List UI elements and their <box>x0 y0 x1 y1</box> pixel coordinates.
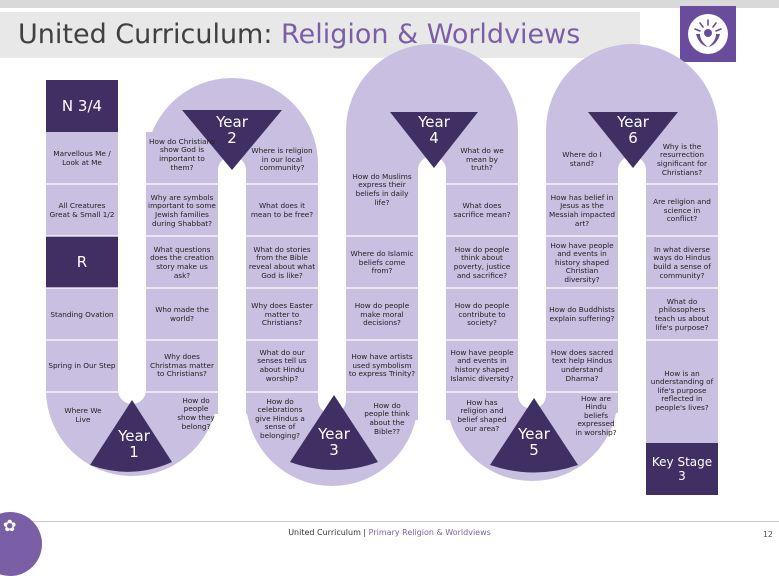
col5-track <box>446 165 518 420</box>
logo <box>680 6 736 62</box>
unit-col4-1: How do Muslims express their beliefs in … <box>352 171 412 207</box>
n34-box <box>46 80 118 132</box>
footer-line <box>0 521 779 522</box>
year5-word: Year <box>518 425 550 443</box>
footer-right: Primary Religion & Worldviews <box>368 528 491 537</box>
year6-num: 6 <box>628 129 638 147</box>
unit-col5-4: How do people contribute to society? <box>454 301 510 328</box>
unit-col3-2: What does it mean to be free? <box>250 201 314 219</box>
unit-col1-5: Where We Live <box>64 406 102 424</box>
year3-wedge <box>290 395 378 470</box>
footer-separator: | <box>360 528 369 537</box>
year6-wedge <box>588 112 678 168</box>
unit-col4-2: Where do Islamic beliefs come from? <box>350 249 414 276</box>
unit-col4-4: How have artists used symbolism to expre… <box>348 352 416 379</box>
header-bar <box>0 12 640 58</box>
unit-col3-4: Why does Easter matter to Christians? <box>251 301 313 328</box>
year1-wedge <box>90 400 172 472</box>
year3-word: Year <box>318 425 350 443</box>
unit-col7-5: How is an understanding of life's purpos… <box>650 368 714 412</box>
unit-col3-1: Where is religion in our local community… <box>251 146 313 173</box>
key-stage-3-label: Key Stage 3 <box>651 455 713 483</box>
footer: United Curriculum | Primary Religion & W… <box>0 528 779 537</box>
unit-col2-2: Why are symbols important to some Jewish… <box>148 192 216 228</box>
unit-col1-2: All Creatures Great & Small 1/2 <box>49 201 115 219</box>
unit-col1-4: Spring in Our Step <box>48 360 116 370</box>
unit-col6-2: How has belief in Jesus as the Messiah i… <box>548 192 616 228</box>
year5-wedge <box>490 398 578 473</box>
col7-track <box>646 165 718 443</box>
unit-col5-3: How do people think about poverty, justi… <box>453 244 511 280</box>
unit-col6-1: Where do I stand? <box>562 150 602 168</box>
year1-word: Year <box>118 427 150 445</box>
year2-wedge <box>182 110 282 170</box>
nursery-label: N 3/4 <box>61 96 103 115</box>
reception-label: R <box>76 252 88 271</box>
unit-col2-5: Why does Christmas matter to Christians? <box>150 352 214 379</box>
unit-col2-4: Who made the world? <box>155 305 209 323</box>
arc-top-y4 <box>346 44 518 170</box>
unit-col6-4: How do Buddhists explain suffering? <box>549 305 615 323</box>
col6-track <box>546 130 618 413</box>
unit-col6-5: How does sacred text help Hindus underst… <box>550 347 614 383</box>
year3-num: 3 <box>329 441 339 459</box>
footer-left: United Curriculum <box>288 528 361 537</box>
page-number: 12 <box>762 530 773 539</box>
year4-num: 4 <box>429 129 439 147</box>
col4-track <box>346 130 418 420</box>
col3-track <box>246 164 318 414</box>
curriculum-board <box>46 44 718 495</box>
year4-wedge <box>390 112 478 168</box>
unit-col6-6: How are Hindu beliefs expressed in worsh… <box>575 393 617 437</box>
unit-col2-1: How do Christians show God is important … <box>149 136 215 172</box>
unit-col3-6: How do celebrations give Hindus a sense … <box>255 396 305 440</box>
top-band <box>0 0 779 8</box>
reception-box <box>46 236 118 288</box>
unit-col2-3: What questions does the creation story m… <box>150 244 214 280</box>
unit-col1-1: Marvellous Me / Look at Me <box>53 149 111 167</box>
arc-top-y6 <box>546 44 718 171</box>
col2-track <box>146 132 218 414</box>
unit-col7-4: What do philosophers teach us about life… <box>654 296 710 332</box>
unit-col2-6: How do people show they belong? <box>177 395 215 431</box>
unit-col3-5: What do our senses tell us about Hindu w… <box>257 347 307 383</box>
unit-col5-6: How has religion and belief shaped our a… <box>457 397 507 433</box>
title-main: United Curriculum: <box>18 19 282 50</box>
year6-word: Year <box>617 113 649 131</box>
unit-col5-2: What does sacrifice mean? <box>453 201 511 219</box>
unit-col3-3: What do stories from the Bible reveal ab… <box>248 244 316 280</box>
unit-col4-5: How do people think about the Bible?? <box>364 400 410 436</box>
unit-col7-2: Are religion and science in conflict? <box>653 197 711 224</box>
year2-word: Year <box>216 113 248 131</box>
unit-col4-3: How do people make moral decisions? <box>354 301 410 328</box>
hands-sun-logo-icon <box>688 14 728 54</box>
unit-col1-3: Standing Ovation <box>50 309 114 319</box>
unit-col5-5: How have people and events in history sh… <box>450 347 514 383</box>
unit-col5-1: What do we mean by truth? <box>460 146 504 173</box>
unit-col6-3: How have people and events in history sh… <box>550 240 614 284</box>
unit-col7-3: In what diverse ways do Hindus build a s… <box>653 244 711 280</box>
tree-icon: ✿ <box>3 516 17 535</box>
year4-word: Year <box>418 113 450 131</box>
unit-col7-1: Why is the resurrection significant for … <box>656 141 708 177</box>
ks3-box <box>646 443 718 495</box>
year5-num: 5 <box>529 441 539 459</box>
year2-num: 2 <box>227 129 237 147</box>
year1-num: 1 <box>129 443 139 461</box>
